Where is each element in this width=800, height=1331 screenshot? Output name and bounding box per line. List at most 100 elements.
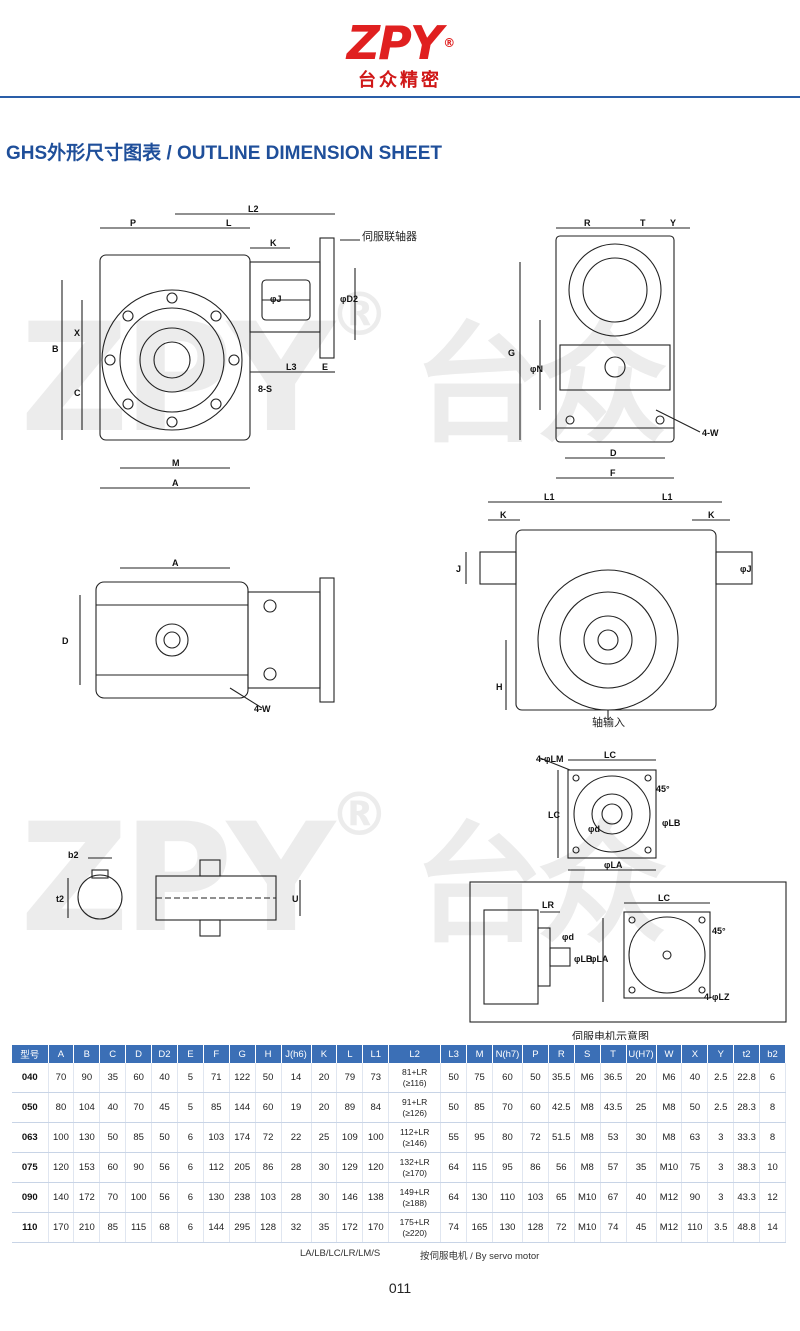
table-cell: 6 <box>177 1212 204 1243</box>
svg-text:t2: t2 <box>56 894 64 904</box>
svg-text:φLA: φLA <box>604 860 623 870</box>
table-cell: 30 <box>311 1182 338 1213</box>
table-cell: 79 <box>336 1063 364 1093</box>
table-cell: 43.5 <box>600 1092 627 1123</box>
svg-text:T: T <box>640 218 646 228</box>
table-cell: 144 <box>229 1092 256 1123</box>
table-cell: 175+LR(≥220) <box>388 1212 442 1243</box>
table-cell: 43.3 <box>733 1182 761 1213</box>
svg-text:LC: LC <box>548 810 560 820</box>
table-header-cell: 型号 <box>12 1045 49 1063</box>
svg-text:B: B <box>52 344 59 354</box>
logo-mark: ZPY® <box>346 16 455 70</box>
table-cell: 295 <box>229 1212 256 1243</box>
table-cell: 60 <box>125 1063 153 1093</box>
svg-text:LC: LC <box>604 750 616 760</box>
table-cell: 3 <box>707 1152 735 1183</box>
svg-text:X: X <box>74 328 80 338</box>
table-cell: 149+LR(≥188) <box>388 1182 442 1213</box>
svg-text:4-φLM: 4-φLM <box>536 754 563 764</box>
table-header-cell: A <box>48 1045 75 1063</box>
table-cell: 146 <box>336 1182 364 1213</box>
table-cell: 95 <box>492 1152 523 1183</box>
table-cell: 64 <box>440 1152 468 1183</box>
table-cell: 129 <box>336 1152 364 1183</box>
table-cell: 6 <box>759 1063 786 1093</box>
table-cell: 71 <box>203 1063 230 1093</box>
table-cell: 132+LR(≥170) <box>388 1152 442 1183</box>
svg-text:φN: φN <box>530 364 543 374</box>
table-cell: 130 <box>203 1182 230 1213</box>
table-header-cell: D <box>125 1045 153 1063</box>
table-cell: 109 <box>336 1122 364 1153</box>
svg-text:8-S: 8-S <box>258 384 272 394</box>
table-cell: 50 <box>99 1122 127 1153</box>
svg-text:φd: φd <box>588 824 600 834</box>
table-cell: 35 <box>626 1152 657 1183</box>
table-cell: 45 <box>626 1212 657 1243</box>
svg-text:K: K <box>500 510 507 520</box>
table-cell: 50 <box>681 1092 709 1123</box>
table-cell: 38.3 <box>733 1152 761 1183</box>
table-cell: 170 <box>362 1212 390 1243</box>
table-cell: 90 <box>73 1063 101 1093</box>
watermark-bottom: ZPY®台众 <box>20 780 667 966</box>
footnote-right: 按伺服电机 / By servo motor <box>420 1251 540 1262</box>
table-cell: 153 <box>73 1152 101 1183</box>
table-cell: 50 <box>522 1063 549 1093</box>
table-cell: 36.5 <box>600 1063 627 1093</box>
table-cell: 14 <box>281 1063 312 1093</box>
table-cell: 112+LR(≥146) <box>388 1122 442 1153</box>
table-cell: 2.5 <box>707 1063 735 1093</box>
table-cell: 238 <box>229 1182 256 1213</box>
table-cell: 50 <box>440 1092 468 1123</box>
footnote-left: LA/LB/LC/LR/LM/S <box>300 1248 381 1259</box>
table-cell: 120 <box>362 1152 390 1183</box>
table-cell: 174 <box>229 1122 256 1153</box>
table-cell: 56 <box>151 1182 178 1213</box>
table-cell: 40 <box>151 1063 178 1093</box>
servo-coupling-label: 伺服联轴器 <box>362 229 417 243</box>
table-header-cell: E <box>177 1045 204 1063</box>
motor-flange-view <box>539 757 657 871</box>
table-cell: 103 <box>522 1182 549 1213</box>
table-cell: 170 <box>48 1212 75 1243</box>
table-cell: 115 <box>466 1152 493 1183</box>
keyway-view <box>67 857 301 937</box>
svg-text:U: U <box>292 894 299 904</box>
table-header-cell: H <box>255 1045 282 1063</box>
table-cell: 138 <box>362 1182 390 1213</box>
svg-text:A: A <box>172 478 179 488</box>
table-cell: 72 <box>522 1122 549 1153</box>
table-cell: 2.5 <box>707 1092 735 1123</box>
table-cell: 32 <box>281 1212 312 1243</box>
table-header-cell: L <box>336 1045 364 1063</box>
table-cell: 84 <box>362 1092 390 1123</box>
outline-drawing: P L2 L K φD2 φJ L3 E 8-S B X C M A R T Y… <box>52 204 787 1040</box>
table-cell: 80 <box>48 1092 75 1123</box>
table-cell: 75 <box>681 1152 709 1183</box>
table-cell: 60 <box>99 1152 127 1183</box>
table-header-cell: M <box>466 1045 493 1063</box>
table-header-cell: X <box>681 1045 709 1063</box>
svg-text:D: D <box>610 448 617 458</box>
table-cell: 130 <box>73 1122 101 1153</box>
table-cell: 57 <box>600 1152 627 1183</box>
table-cell: 72 <box>548 1212 575 1243</box>
table-cell: 35 <box>99 1063 127 1093</box>
table-cell: 63 <box>681 1122 709 1153</box>
watermark-top: ZPY®台众 <box>20 280 667 466</box>
table-cell: 25 <box>626 1092 657 1123</box>
table-cell: 40 <box>626 1182 657 1213</box>
svg-text:φLB: φLB <box>574 954 593 964</box>
table-header-cell: Y <box>707 1045 735 1063</box>
table-cell: M10 <box>574 1182 601 1213</box>
table-cell: 128 <box>522 1212 549 1243</box>
svg-text:4-φLZ: 4-φLZ <box>704 992 730 1002</box>
svg-text:L2: L2 <box>248 204 259 214</box>
table-cell: M12 <box>656 1212 683 1243</box>
table-header-cell: N(h7) <box>492 1045 523 1063</box>
